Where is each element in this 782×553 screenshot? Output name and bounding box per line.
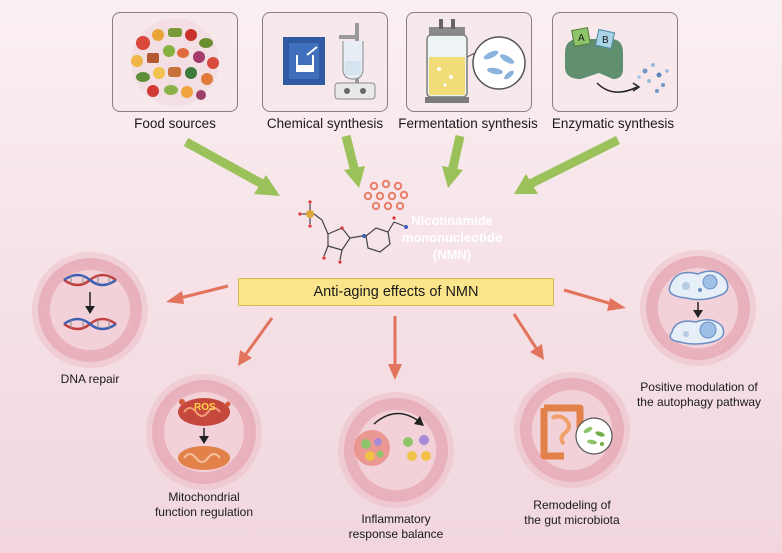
effect-label-gut-line1: Remodeling of xyxy=(533,498,611,512)
effect-label-auto-line2: the autophagy pathway xyxy=(636,395,762,409)
input-arrow-enzymatic xyxy=(514,135,621,194)
source-label-fermentation: Fermentation synthesis xyxy=(398,116,538,131)
output-arrow-dna xyxy=(166,284,229,304)
effect-label-gut: Remodeling of the gut microbiota xyxy=(512,498,632,528)
effect-label-dna-line1: DNA repair xyxy=(60,372,120,386)
output-arrow-autophagy xyxy=(563,288,626,311)
input-arrow-food xyxy=(183,138,280,196)
effect-label-mito-line1: Mitochondrial xyxy=(168,490,240,504)
source-label-chemical: Chemical synthesis xyxy=(266,116,384,131)
source-label-enzymatic: Enzymatic synthesis xyxy=(551,116,675,131)
enzymatic-synthesis-box: A B xyxy=(552,12,678,112)
inflammatory-circle xyxy=(344,398,448,502)
effect-label-autophagy: Positive modulation of the autophagy pat… xyxy=(624,380,774,410)
nmn-title-line2: mononucleotide xyxy=(401,230,503,245)
autophagy-vesicle-icon xyxy=(668,270,729,345)
dna-repair-circle xyxy=(38,258,142,362)
enzyme-icon: A B xyxy=(565,27,669,93)
mitochondria-icon: ROS xyxy=(178,398,231,470)
effect-label-dna-repair: DNA repair xyxy=(40,372,140,387)
nmn-title: Nicotinamide mononucleotide (NMN) xyxy=(392,212,512,263)
fermentation-synthesis-box xyxy=(406,12,532,112)
effect-label-inflammatory: Inflammatory response balance xyxy=(336,512,456,542)
effect-label-gut-line2: the gut microbiota xyxy=(524,513,620,527)
nmn-title-line3: (NMN) xyxy=(432,247,472,262)
lab-stirrer-icon xyxy=(283,23,376,100)
gut-microbiota-circle xyxy=(520,378,624,482)
food-collage-icon xyxy=(131,18,219,106)
output-arrow-inflammation xyxy=(388,316,402,380)
enzyme-b-label: B xyxy=(602,35,609,46)
effect-label-inflam-line2: response balance xyxy=(348,527,444,541)
inflammation-cells-icon xyxy=(354,412,431,466)
effect-label-mitochondrial: Mitochondrial function regulation xyxy=(144,490,264,520)
output-arrow-gut xyxy=(512,313,544,360)
nmn-molecule-icon xyxy=(298,179,409,264)
chemical-synthesis-box xyxy=(262,12,388,112)
autophagy-circle xyxy=(646,256,750,360)
bioreactor-icon xyxy=(425,19,526,103)
intestine-icon xyxy=(540,404,613,460)
input-arrow-fermentation xyxy=(442,135,465,188)
input-arrow-chemical xyxy=(341,134,365,188)
enzyme-a-label: A xyxy=(578,33,585,44)
effect-label-inflam-line1: Inflammatory xyxy=(361,512,431,526)
mitochondrial-circle: ROS xyxy=(152,380,256,484)
effect-label-mito-line2: function regulation xyxy=(154,505,254,519)
nmn-title-line1: Nicotinamide xyxy=(411,213,493,228)
ros-label: ROS xyxy=(194,402,216,413)
output-arrow-mito xyxy=(238,317,274,366)
source-label-food: Food sources xyxy=(134,116,216,131)
dna-icon xyxy=(63,273,117,331)
anti-aging-banner: Anti-aging effects of NMN xyxy=(238,278,554,306)
food-sources-box xyxy=(112,12,238,112)
effect-label-auto-line1: Positive modulation of xyxy=(640,380,758,394)
